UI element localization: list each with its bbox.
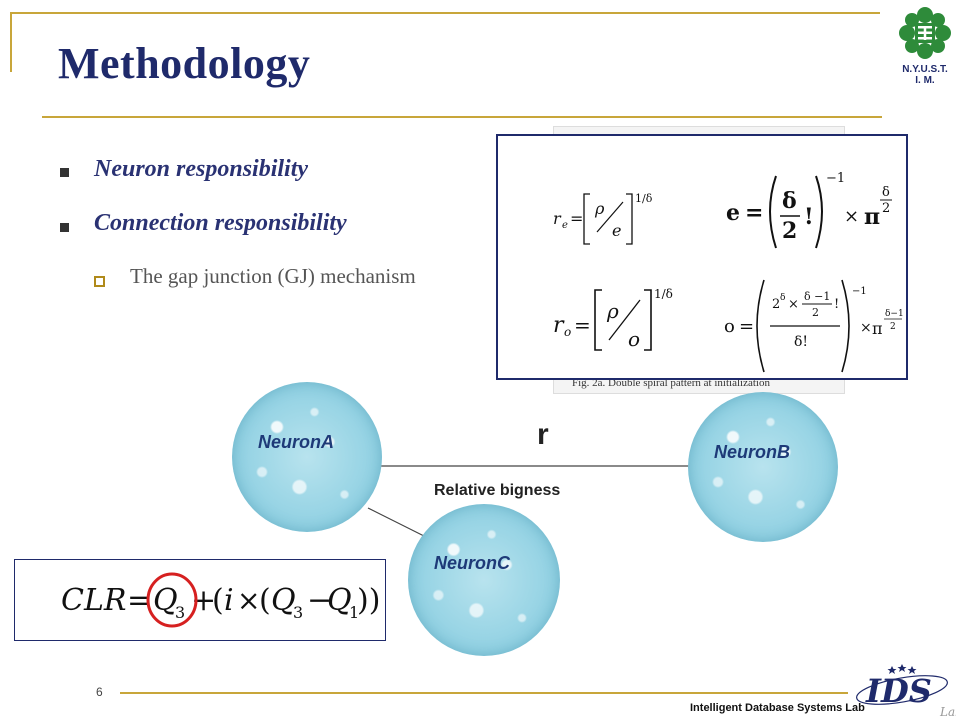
svg-text:δ −1: δ −1 [804, 290, 830, 303]
svg-text:IDS: IDS [865, 672, 932, 710]
svg-text:ρ: ρ [606, 299, 619, 323]
svg-text:δ: δ [882, 185, 890, 200]
footer-lab-name: Intelligent Database Systems Lab [690, 702, 865, 714]
svg-text:×: × [844, 206, 859, 227]
relative-bigness-label: Relative bigness [434, 482, 561, 499]
nyust-logo-text-2: I. M. [915, 75, 935, 86]
highlight-circle [146, 572, 198, 628]
svg-text:−1: −1 [826, 171, 845, 186]
svg-text:Lab: Lab [939, 705, 956, 718]
svg-text:(: ( [212, 583, 224, 618]
svg-text:!: ! [834, 297, 839, 312]
page-title: Methodology [58, 39, 311, 88]
svg-text:δ−1: δ−1 [885, 309, 904, 319]
svg-text:=: = [570, 209, 583, 228]
neuron-a [232, 382, 382, 532]
sub-bullet-gap-junction: The gap junction (GJ) mechanism [130, 264, 416, 288]
svg-text:−1: −1 [852, 286, 867, 297]
svg-text:e: e [562, 220, 568, 231]
neuron-b [688, 392, 838, 542]
svg-text:r: r [553, 209, 562, 228]
svg-text:e: e [612, 221, 621, 240]
svg-text:o: o [628, 327, 640, 351]
svg-text:Q: Q [153, 583, 178, 618]
neuron-a-label: NeuronA [258, 432, 334, 452]
svg-text:1/δ: 1/δ [654, 287, 673, 301]
bullet-marker [60, 223, 69, 232]
svg-text:1: 1 [349, 603, 359, 622]
svg-text:CLR: CLR [61, 583, 126, 618]
svg-text:=: = [574, 313, 591, 337]
svg-text:=: = [739, 316, 754, 337]
svg-text:r: r [553, 313, 565, 338]
nyust-logo: N.Y.U.S.T. I. M. [895, 5, 955, 95]
svg-text:δ!: δ! [794, 334, 808, 350]
top-accent-line [10, 12, 880, 14]
svg-text:Q: Q [327, 583, 352, 618]
svg-text:e: e [726, 200, 740, 226]
nyust-logo-icon [899, 7, 951, 59]
nyust-logo-text-1: N.Y.U.S.T. [902, 64, 948, 75]
svg-text:i: i [224, 583, 234, 618]
svg-text:o: o [724, 316, 735, 337]
svg-text:ρ: ρ [594, 199, 605, 218]
svg-text:o: o [564, 325, 571, 339]
svg-text:(: ( [259, 583, 271, 618]
svg-text:×: × [788, 297, 799, 312]
sub-bullet-marker [94, 276, 105, 287]
svg-text:π: π [864, 204, 880, 230]
bullet-connection-responsibility: Connection responsibility [94, 210, 347, 236]
svg-text:2: 2 [772, 297, 780, 312]
svg-text:×: × [860, 320, 872, 336]
bullet-neuron-responsibility: Neuron responsibility [94, 156, 309, 182]
svg-text:δ: δ [782, 188, 797, 214]
svg-text:2: 2 [782, 218, 797, 244]
neuron-b-label: NeuronB [714, 442, 790, 462]
neuron-c [408, 504, 560, 656]
svg-text:=: = [745, 200, 763, 226]
page-number: 6 [96, 685, 103, 699]
figure-caption: Fig. 2a. Double spiral pattern at initia… [572, 377, 770, 389]
svg-text:!: ! [804, 204, 814, 230]
svg-text:−: − [307, 583, 332, 618]
svg-text:2: 2 [890, 322, 896, 332]
ids-logo-icon: IDS Lab [856, 664, 960, 719]
svg-text:Q: Q [271, 583, 296, 618]
left-accent-line [10, 12, 12, 72]
svg-text:π: π [872, 319, 883, 338]
connection-a-c [367, 507, 429, 539]
svg-text:2: 2 [812, 306, 819, 319]
clr-formula: CLR = Q 3 + ( i × ( Q 3 − Q 1 )) [61, 572, 380, 628]
ids-logo: IDS Lab [848, 660, 960, 719]
bullet-marker [60, 168, 69, 177]
svg-text:)): )) [357, 583, 380, 618]
title-underline [42, 116, 882, 118]
svg-text:×: × [237, 584, 260, 617]
r-label: r [537, 418, 549, 451]
svg-text:3: 3 [293, 603, 303, 622]
radius-formulas: r e = ρ e 1/δ e = δ 2 ! −1 × π δ 2 r [553, 171, 904, 373]
clr-formula-box: CLR = Q 3 + ( i × ( Q 3 − Q 1 )) [14, 559, 386, 641]
svg-text:3: 3 [175, 603, 185, 622]
formula-box-radius: r e = ρ e 1/δ e = δ 2 ! −1 × π δ 2 r [496, 134, 908, 380]
svg-text:δ: δ [780, 293, 785, 303]
neuron-c-label: NeuronC [434, 553, 510, 573]
footer-line [120, 692, 848, 694]
svg-text:2: 2 [882, 201, 890, 216]
svg-text:1/δ: 1/δ [635, 192, 653, 205]
